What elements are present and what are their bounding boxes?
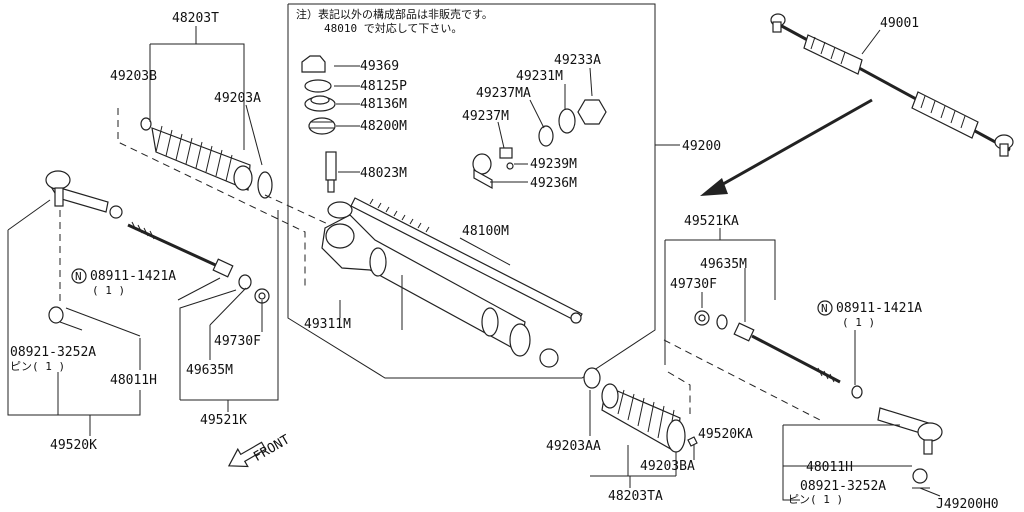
bracket-521k-b xyxy=(180,210,279,401)
leader-49237MA xyxy=(529,99,545,129)
label-08911-left: 08911-1421A xyxy=(90,269,176,284)
inner-tie-rod-right xyxy=(694,310,863,399)
bracket-521k-a xyxy=(179,289,237,400)
label-49231M: 49231M xyxy=(516,69,563,84)
label-49635M-left: 49635M xyxy=(186,363,233,378)
bracket-521ka-a xyxy=(665,239,776,300)
label-48011H-left: 48011H xyxy=(110,373,157,388)
boot-48203T xyxy=(140,117,273,199)
dash-right xyxy=(667,371,691,414)
leader-48100M xyxy=(459,237,511,266)
tie-rod-end-right xyxy=(877,407,943,497)
svg-text:N: N xyxy=(75,270,82,283)
label-48203TA: 48203TA xyxy=(608,489,663,504)
label-08911-right: 08911-1421A xyxy=(836,301,922,316)
label-diagram-code: J49200H0 xyxy=(936,497,999,512)
label-49237M: 49237M xyxy=(462,109,509,124)
leader-49203A xyxy=(245,104,263,166)
label-08911-left-qty: ( 1 ) xyxy=(92,284,125,297)
label-49520KA: 49520KA xyxy=(698,427,753,442)
label-49233A: 49233A xyxy=(554,53,601,68)
dash-right-mid xyxy=(663,339,821,421)
label-48011H-right: 48011H xyxy=(806,460,853,475)
label-49200: 49200 xyxy=(682,139,721,154)
label-48200M: 48200M xyxy=(360,119,407,134)
label-front: FRONT xyxy=(251,432,293,465)
label-08921-right: 08921-3252A xyxy=(800,479,886,494)
label-49203AA: 49203AA xyxy=(546,439,601,454)
label-48203T: 48203T xyxy=(172,11,219,26)
tie-rod-end-left xyxy=(45,170,123,219)
label-49730F-left: 49730F xyxy=(214,334,261,349)
leader-49635M-l2 xyxy=(209,287,247,326)
leader-49233A xyxy=(589,67,593,97)
label-08911-right-qty: ( 1 ) xyxy=(842,316,875,329)
label-48125P: 48125P xyxy=(360,79,407,94)
label-49237MA: 49237MA xyxy=(476,86,531,101)
label-48100M: 48100M xyxy=(462,224,509,239)
label-49203B: 49203B xyxy=(110,69,157,84)
leader-49237M xyxy=(497,121,505,149)
bracket-520ka-b xyxy=(782,425,800,501)
dash-left-clip xyxy=(264,194,331,226)
inner-tie-rod-left xyxy=(127,221,270,304)
leader-08911-l xyxy=(177,277,221,301)
steering-assembly-49001 xyxy=(770,13,1014,157)
label-49635M-right: 49635M xyxy=(700,257,747,272)
label-08921-left: 08921-3252A xyxy=(10,345,96,360)
assembly-frame xyxy=(287,3,656,379)
boot-48203TA xyxy=(583,367,698,453)
leader-48203T-b xyxy=(150,43,245,150)
note-line-1: 注）表記以外の構成部品は非販売です。 xyxy=(296,7,493,21)
label-48136M: 48136M xyxy=(360,97,407,112)
bush-set xyxy=(472,99,607,190)
label-49520K: 49520K xyxy=(50,438,97,453)
label-49730F-right: 49730F xyxy=(670,277,717,292)
leader-49001 xyxy=(861,29,881,55)
direction-arrow xyxy=(700,98,873,196)
label-08921-left-qty: ピン( 1 ) xyxy=(10,360,65,373)
front-arrow xyxy=(227,441,267,468)
bracket-l-a xyxy=(7,199,51,231)
label-48023M: 48023M xyxy=(360,166,407,181)
label-49001: 49001 xyxy=(880,16,919,31)
label-08921-right-qty: ピン( 1 ) xyxy=(788,493,843,506)
pin-left xyxy=(48,306,83,331)
label-49239M: 49239M xyxy=(530,157,577,172)
label-49203A: 49203A xyxy=(214,91,261,106)
label-49521KA: 49521KA xyxy=(684,214,739,229)
label-49236M: 49236M xyxy=(530,176,577,191)
label-49369: 49369 xyxy=(360,59,399,74)
n-mark-right: N xyxy=(817,300,833,316)
rack-bar xyxy=(350,197,583,324)
label-49203BA: 49203BA xyxy=(640,459,695,474)
label-49521K: 49521K xyxy=(200,413,247,428)
n-mark-left: N xyxy=(71,268,87,284)
small-parts-stack xyxy=(301,55,337,193)
label-49311M: 49311M xyxy=(304,317,351,332)
gear-housing xyxy=(321,201,559,368)
svg-text:N: N xyxy=(821,302,828,315)
leader-48011H-l xyxy=(65,307,141,337)
dash-left-upper xyxy=(117,108,306,290)
bracket-l-b xyxy=(7,230,141,416)
note-line-2: 48010 で対応して下さい。 xyxy=(324,21,462,35)
